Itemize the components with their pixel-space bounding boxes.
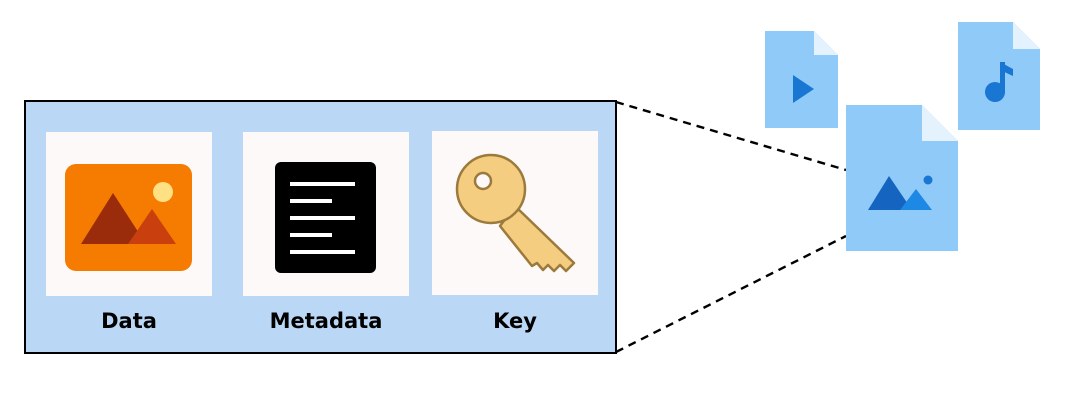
audio-file-icon <box>958 22 1040 130</box>
key-icon <box>455 153 576 273</box>
image-file-icon <box>846 105 958 251</box>
document-lines-icon <box>275 162 376 273</box>
video-file-icon <box>765 31 838 128</box>
connector-bottom-line <box>615 234 847 354</box>
key-label: Key <box>493 309 537 333</box>
connector-top-line <box>615 100 847 172</box>
metadata-label: Metadata <box>269 309 383 333</box>
data-label: Data <box>101 309 157 333</box>
image-icon <box>65 164 192 271</box>
